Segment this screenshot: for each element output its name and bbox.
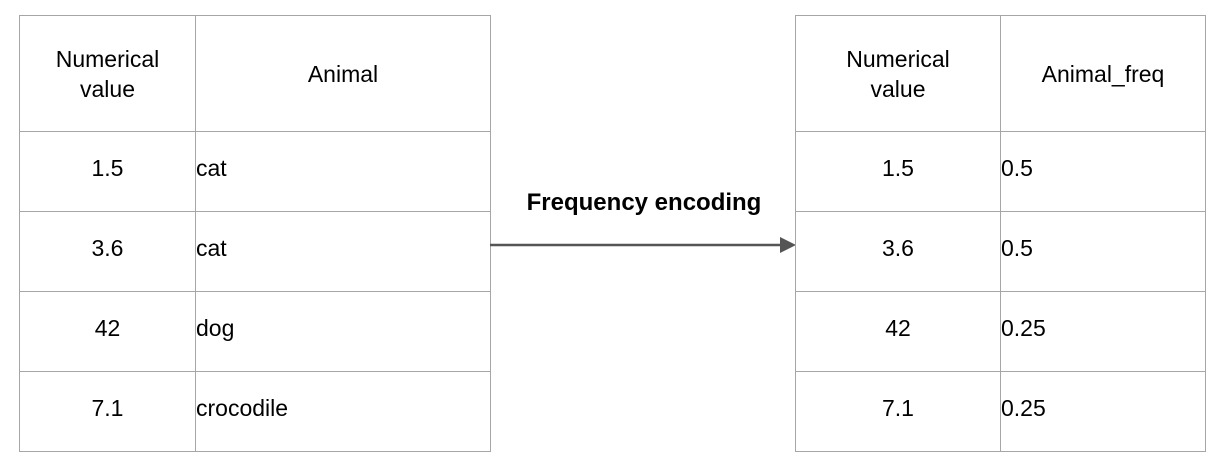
encoded-cell-animal-freq: 0.5 bbox=[1000, 131, 1206, 212]
transform-label: Frequency encoding bbox=[526, 189, 762, 216]
header-line-1: Numerical bbox=[55, 45, 160, 72]
encoded-cell-numerical-value: 1.5 bbox=[795, 131, 1001, 212]
source-cell-numerical-value: 1.5 bbox=[19, 131, 196, 212]
source-cell-numerical-value: 3.6 bbox=[19, 211, 196, 292]
source-header-animal: Animal bbox=[195, 15, 491, 132]
header-line-1: Animal_freq bbox=[1041, 60, 1165, 87]
encoded-cell-numerical-value: 3.6 bbox=[795, 211, 1001, 292]
encoded-header-numerical-value: Numerical value bbox=[795, 15, 1001, 132]
header-line-1: Numerical bbox=[846, 45, 950, 72]
table-row: 1.5 0.5 bbox=[795, 131, 1206, 212]
encoded-cell-numerical-value: 42 bbox=[795, 291, 1001, 372]
table-row: 3.6 0.5 bbox=[795, 211, 1206, 292]
transform-arrow-group: Frequency encoding bbox=[488, 188, 800, 260]
source-cell-animal: crocodile bbox=[195, 371, 491, 452]
table-row: 7.1 crocodile bbox=[19, 371, 491, 452]
encoded-cell-numerical-value: 7.1 bbox=[795, 371, 1001, 452]
source-cell-numerical-value: 42 bbox=[19, 291, 196, 372]
encoded-table: Numerical value Animal_freq 1.5 0.5 3.6 … bbox=[795, 15, 1206, 452]
table-row: 3.6 cat bbox=[19, 211, 491, 292]
header-line-2: value bbox=[80, 75, 135, 102]
source-cell-animal: cat bbox=[195, 131, 491, 212]
table-header-row: Numerical value Animal bbox=[19, 15, 491, 132]
table-row: 1.5 cat bbox=[19, 131, 491, 212]
table-row: 42 0.25 bbox=[795, 291, 1206, 372]
source-cell-animal: cat bbox=[195, 211, 491, 292]
source-table: Numerical value Animal 1.5 cat 3.6 cat 4… bbox=[19, 15, 491, 452]
arrow-right-icon bbox=[490, 237, 796, 253]
source-header-numerical-value: Numerical value bbox=[19, 15, 196, 132]
source-cell-animal: dog bbox=[195, 291, 491, 372]
header-line-2: value bbox=[870, 75, 926, 102]
source-cell-numerical-value: 7.1 bbox=[19, 371, 196, 452]
table-row: 7.1 0.25 bbox=[795, 371, 1206, 452]
encoded-header-animal-freq: Animal_freq bbox=[1000, 15, 1206, 132]
encoded-cell-animal-freq: 0.25 bbox=[1000, 371, 1206, 452]
table-header-row: Numerical value Animal_freq bbox=[795, 15, 1206, 132]
header-line-1: Animal bbox=[307, 60, 379, 87]
encoded-cell-animal-freq: 0.5 bbox=[1000, 211, 1206, 292]
encoded-cell-animal-freq: 0.25 bbox=[1000, 291, 1206, 372]
table-row: 42 dog bbox=[19, 291, 491, 372]
